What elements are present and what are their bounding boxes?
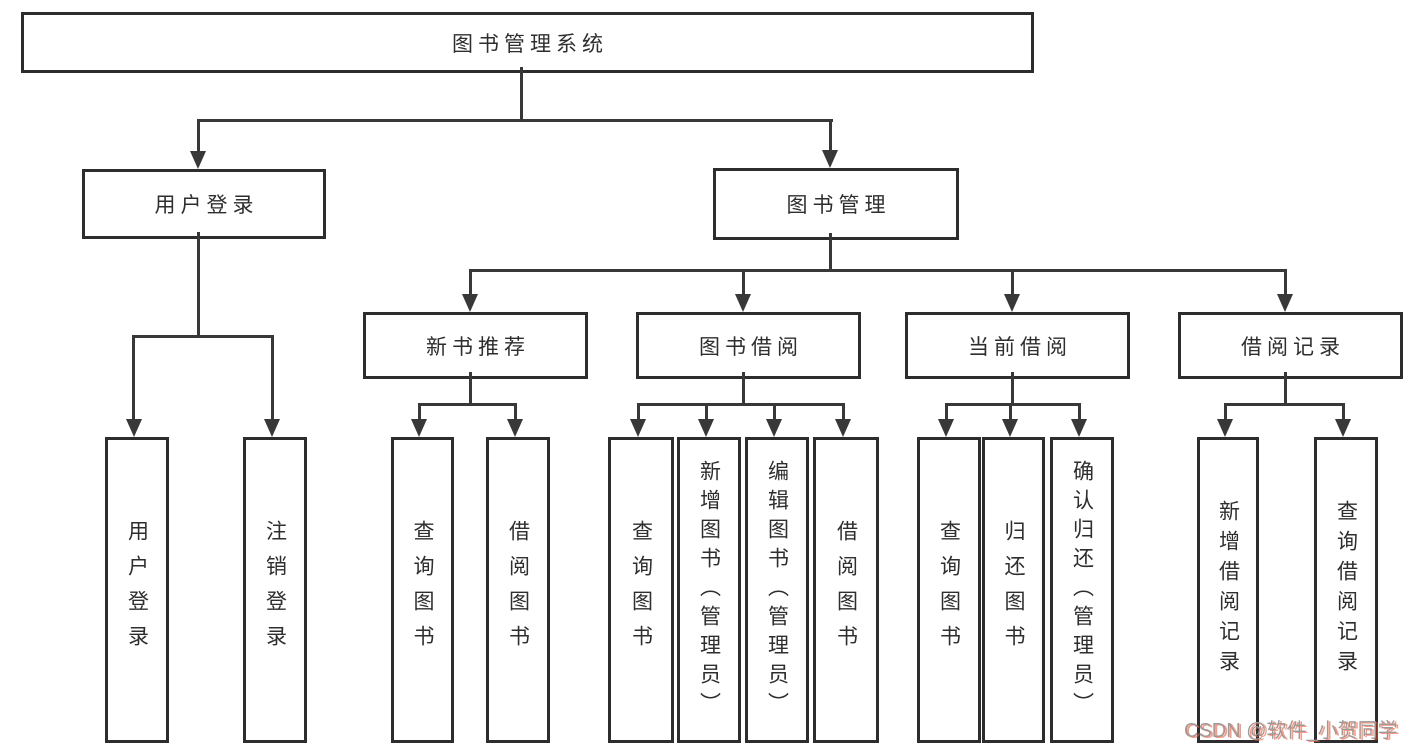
node-label: 当前借阅 [968,335,1072,359]
leaf-add-book-admin: 新增图书（管理员） [677,437,741,743]
node-label: 查询图书 [937,520,961,660]
connector-line [945,403,1081,406]
connector-line [829,119,832,155]
node-book-management: 图书管理 [713,168,959,240]
arrowhead-icon [1002,419,1018,437]
connector-line [418,403,421,423]
node-label: 图书管理系统 [452,32,608,56]
node-label: 图书管理 [786,194,891,217]
node-root-library-management-system: 图书管理系统 [21,12,1034,73]
leaf-borrow-book-2: 借阅图书 [813,437,879,743]
connector-line [742,269,745,296]
node-label: 用户登录 [154,194,259,217]
leaf-logout: 注销登录 [243,437,307,743]
arrowhead-icon [462,294,478,312]
connector-line [705,403,708,423]
arrowhead-icon [735,294,751,312]
node-label: 确认归还（管理员） [1070,459,1094,721]
arrowhead-icon [1335,419,1351,437]
arrowhead-icon [264,419,280,437]
node-book-borrow: 图书借阅 [636,312,861,379]
connector-line [1009,403,1012,423]
node-current-borrow: 当前借阅 [905,312,1130,379]
leaf-add-borrow-record: 新增借阅记录 [1197,437,1259,743]
node-label: 用户登录 [125,520,149,660]
connector-line [637,403,845,406]
csdn-watermark: CSDN @软件_小贺同学 [1184,720,1398,742]
connector-line [637,403,640,423]
arrowhead-icon [190,151,206,169]
node-label: 借阅图书 [506,520,530,660]
connector-line [1284,372,1287,405]
node-user-login: 用户登录 [82,169,326,239]
connector-line [271,335,274,423]
arrowhead-icon [126,419,142,437]
node-label: 编辑图书（管理员） [765,459,789,721]
connector-line [1011,269,1014,296]
connector-line [773,403,776,423]
connector-line [197,232,200,338]
leaf-borrow-book-1: 借阅图书 [486,437,550,743]
arrowhead-icon [822,150,838,168]
leaf-query-book-1: 查询图书 [391,437,454,743]
connector-line [469,269,472,296]
leaf-user-login: 用户登录 [105,437,169,743]
arrowhead-icon [766,419,782,437]
node-label: 借阅图书 [834,520,858,660]
connector-line [132,335,135,423]
connector-line [197,119,200,155]
arrowhead-icon [507,419,523,437]
connector-line [1224,403,1345,406]
node-label: 归还图书 [1002,520,1025,660]
node-label: 图书借阅 [699,335,803,359]
node-label: 查询图书 [629,520,653,660]
connector-line [132,335,274,338]
leaf-edit-book-admin: 编辑图书（管理员） [745,437,809,743]
arrowhead-icon [411,419,427,437]
node-new-book-recommend: 新书推荐 [363,312,588,379]
connector-line [514,403,517,423]
leaf-query-book-2: 查询图书 [608,437,674,743]
arrowhead-icon [835,419,851,437]
connector-line [1011,372,1014,405]
arrowhead-icon [938,419,954,437]
connector-line [1078,403,1081,423]
node-label: 新增图书（管理员） [697,459,721,721]
connector-line [469,269,1287,272]
node-label: 查询借阅记录 [1334,500,1358,680]
connector-line [520,67,523,120]
connector-line [1342,403,1345,423]
arrowhead-icon [1277,294,1293,312]
connector-line [829,233,832,271]
leaf-confirm-return-admin: 确认归还（管理员） [1050,437,1114,743]
node-borrow-records: 借阅记录 [1178,312,1403,379]
node-label: 新增借阅记录 [1216,500,1240,680]
arrowhead-icon [1071,419,1087,437]
connector-line [469,372,472,405]
connector-line [742,372,745,405]
leaf-query-book-3: 查询图书 [917,437,981,743]
connector-line [1224,403,1227,423]
arrowhead-icon [1217,419,1233,437]
arrowhead-icon [1004,294,1020,312]
connector-line [197,119,833,122]
arrowhead-icon [698,419,714,437]
connector-line [1284,269,1287,296]
arrowhead-icon [630,419,646,437]
node-label: 查询图书 [411,520,434,660]
node-label: 注销登录 [263,520,287,660]
leaf-query-borrow-record: 查询借阅记录 [1314,437,1378,743]
leaf-return-book: 归还图书 [982,437,1045,743]
connector-line [945,403,948,423]
node-label: 借阅记录 [1241,335,1345,359]
connector-line [418,403,517,406]
connector-line [842,403,845,423]
node-label: 新书推荐 [426,335,530,359]
